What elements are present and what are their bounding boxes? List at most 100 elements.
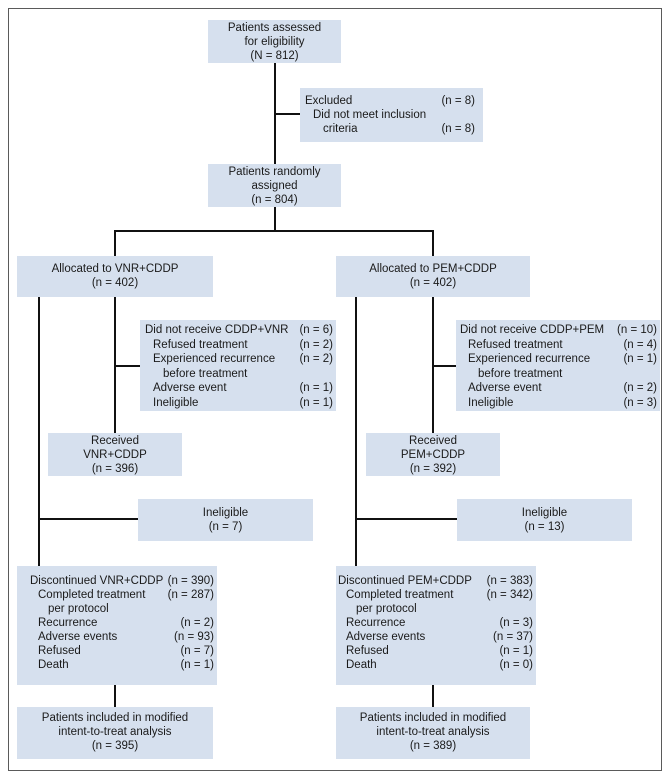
left-analysis-line2: intent-to-treat analysis bbox=[58, 726, 172, 738]
connector-line bbox=[114, 230, 434, 232]
right-discontinued-title: Discontinued PEM+CDDP bbox=[338, 575, 472, 587]
assessed-line2: for eligibility bbox=[244, 36, 305, 48]
left-nr-item: before treatment bbox=[163, 367, 248, 380]
left-allocated-count: (n = 402) bbox=[91, 277, 139, 289]
right-disc-item: Refused bbox=[346, 645, 389, 657]
left-received-line1: Received bbox=[91, 435, 139, 447]
right-nr-item: Adverse event bbox=[468, 382, 542, 394]
left-not-received-title: Did not receive CDDP+VNR bbox=[145, 324, 289, 336]
excluded-reason-count: (n = 8) bbox=[441, 123, 475, 135]
right-disc-item: per protocol bbox=[356, 603, 417, 615]
connector-line bbox=[116, 365, 140, 367]
left-nr-item: Refused treatment bbox=[153, 338, 248, 351]
left-nr-item-count: (n = 2) bbox=[299, 353, 333, 365]
right-analysis-box: Patients included in modified intent-to-… bbox=[336, 707, 530, 759]
left-disc-item-count: (n = 2) bbox=[180, 617, 214, 629]
left-disc-item-count: (n = 1) bbox=[180, 659, 214, 671]
left-disc-item-count: (n = 7) bbox=[180, 645, 214, 657]
right-ineligible-box: Ineligible (n = 13) bbox=[457, 499, 632, 541]
left-allocated-box: Allocated to VNR+CDDP (n = 402) bbox=[17, 256, 213, 297]
right-disc-item: Adverse events bbox=[346, 631, 426, 643]
left-allocated-label: Allocated to VNR+CDDP bbox=[51, 263, 179, 275]
right-nr-item: Ineligible bbox=[468, 396, 514, 409]
connector-line bbox=[432, 296, 434, 433]
left-analysis-count: (n = 395) bbox=[91, 740, 139, 752]
right-allocated-count: (n = 402) bbox=[409, 277, 457, 289]
excluded-title: Excluded bbox=[305, 95, 353, 107]
left-discontinued-title: Discontinued VNR+CDDP bbox=[30, 575, 164, 587]
right-disc-item-count: (n = 3) bbox=[499, 617, 533, 629]
right-discontinued-box: Discontinued PEM+CDDP(n = 383) Completed… bbox=[336, 566, 536, 685]
connector-line bbox=[357, 518, 457, 520]
randomized-count: (n = 804) bbox=[251, 194, 298, 206]
left-disc-item: Adverse events bbox=[38, 631, 118, 643]
left-disc-item: Death bbox=[38, 659, 69, 671]
right-ineligible-label: Ineligible bbox=[521, 507, 568, 519]
left-disc-item: Completed treatment bbox=[38, 589, 146, 601]
left-received-box: Received VNR+CDDP (n = 396) bbox=[48, 433, 182, 476]
diagram-frame bbox=[8, 8, 662, 771]
randomized-box: Patients randomly assigned (n = 804) bbox=[208, 164, 341, 207]
left-disc-item-count: (n = 287) bbox=[167, 589, 214, 601]
left-analysis-box: Patients included in modified intent-to-… bbox=[17, 707, 213, 759]
right-received-count: (n = 392) bbox=[409, 463, 457, 475]
right-not-received-title: Did not receive CDDP+PEM bbox=[460, 324, 605, 336]
randomized-line1: Patients randomly bbox=[228, 166, 321, 178]
connector-line bbox=[114, 296, 116, 433]
left-nr-item: Adverse event bbox=[153, 382, 227, 394]
connector-line bbox=[355, 296, 357, 566]
left-received-count: (n = 396) bbox=[91, 463, 139, 475]
right-nr-item: Experienced recurrence bbox=[468, 353, 591, 365]
connector-line bbox=[432, 230, 434, 257]
left-nr-item: Ineligible bbox=[153, 396, 199, 409]
right-disc-item: Completed treatment bbox=[346, 589, 454, 601]
right-nr-item-count: (n = 2) bbox=[623, 382, 657, 394]
right-nr-item-count: (n = 1) bbox=[623, 353, 657, 365]
randomized-line2: assigned bbox=[251, 180, 298, 192]
excluded-box: Excluded(n = 8) Did not meet inclusion c… bbox=[300, 88, 483, 142]
right-disc-item: Death bbox=[346, 659, 377, 671]
right-nr-item: before treatment bbox=[478, 367, 563, 380]
right-allocated-label: Allocated to PEM+CDDP bbox=[369, 263, 497, 275]
right-disc-item-count: (n = 37) bbox=[493, 631, 533, 643]
left-disc-item: per protocol bbox=[48, 603, 109, 615]
left-disc-item: Refused bbox=[38, 645, 81, 657]
connector-line bbox=[40, 518, 138, 520]
left-ineligible-count: (n = 7) bbox=[208, 521, 243, 533]
right-received-line2: PEM+CDDP bbox=[400, 449, 466, 461]
assessed-box: Patients assessed for eligibility (N = 8… bbox=[208, 20, 341, 63]
right-not-received-box: Did not receive CDDP+PEM(n = 10) Refused… bbox=[456, 320, 660, 411]
left-ineligible-label: Ineligible bbox=[202, 507, 249, 519]
connector-line bbox=[274, 63, 276, 165]
connector-line bbox=[114, 685, 116, 707]
left-not-received-count: (n = 6) bbox=[299, 324, 333, 336]
left-disc-item: Recurrence bbox=[38, 617, 98, 629]
connector-line bbox=[114, 230, 116, 257]
left-nr-item: Experienced recurrence bbox=[153, 353, 276, 365]
assessed-line1: Patients assessed bbox=[227, 22, 322, 34]
right-ineligible-count: (n = 13) bbox=[524, 521, 565, 533]
left-nr-item-count: (n = 1) bbox=[299, 382, 333, 394]
left-disc-item-count: (n = 93) bbox=[174, 631, 214, 643]
right-received-line1: Received bbox=[409, 435, 457, 447]
connector-line bbox=[434, 365, 456, 367]
left-not-received-box: Did not receive CDDP+VNR (n = 6) Refused … bbox=[140, 320, 336, 411]
right-nr-item: Refused treatment bbox=[468, 338, 563, 351]
right-disc-item-count: (n = 0) bbox=[499, 659, 533, 671]
left-discontinued-box: Discontinued VNR+CDDP(n = 390) Completed… bbox=[17, 566, 217, 685]
excluded-count: (n = 8) bbox=[441, 95, 475, 107]
right-analysis-count: (n = 389) bbox=[409, 740, 457, 752]
left-discontinued-count: (n = 390) bbox=[167, 575, 214, 587]
assessed-count: (N = 812) bbox=[250, 50, 299, 62]
connector-line bbox=[38, 296, 40, 566]
right-analysis-line1: Patients included in modified bbox=[359, 712, 507, 724]
left-nr-item-count: (n = 1) bbox=[299, 396, 333, 409]
right-allocated-box: Allocated to PEM+CDDP (n = 402) bbox=[336, 256, 530, 297]
connector-line bbox=[432, 685, 434, 707]
connector-line bbox=[274, 207, 276, 232]
excluded-reason-line1: Did not meet inclusion bbox=[313, 109, 427, 121]
right-received-box: Received PEM+CDDP (n = 392) bbox=[366, 433, 500, 476]
right-nr-item-count: (n = 4) bbox=[623, 338, 657, 351]
left-nr-item-count: (n = 2) bbox=[299, 338, 333, 351]
right-disc-item-count: (n = 342) bbox=[486, 589, 533, 601]
